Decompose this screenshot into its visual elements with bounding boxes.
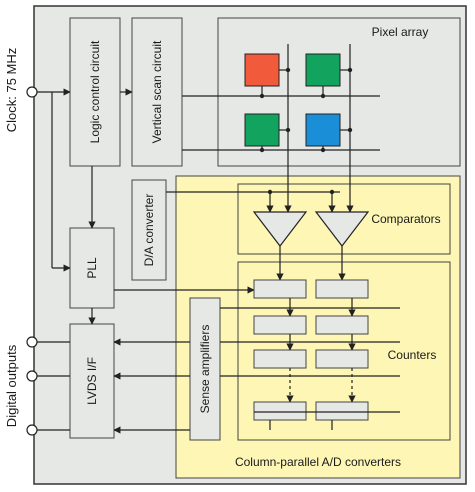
pixel-array-label: Pixel array [372, 25, 429, 39]
da-converter-label: D/A converter [142, 194, 156, 267]
comparator-2 [314, 211, 370, 247]
pixel-green-top [305, 53, 341, 87]
logic-control-label: Logic control circuit [88, 40, 102, 143]
lvds-label: LVDS I/F [85, 357, 99, 405]
counters-label: Counters [388, 348, 437, 362]
output-terminal-2 [26, 370, 38, 382]
comparator-1 [252, 211, 308, 247]
counter-column-1 [253, 279, 307, 421]
comparators-label: Comparators [371, 212, 440, 226]
pixel-red [244, 53, 280, 87]
lvds-box [69, 323, 115, 439]
pll-label: PLL [85, 257, 99, 279]
vertical-scan-box [131, 17, 183, 167]
vertical-scan-label: Vertical scan circuit [150, 40, 164, 143]
logic-control-box [69, 17, 121, 167]
digital-outputs-label: Digital outputs [4, 344, 19, 427]
clock-input-terminal [26, 86, 38, 98]
counter-column-2 [315, 279, 369, 421]
pixel-blue [305, 113, 341, 147]
pixel-green-bottom [244, 113, 280, 147]
output-terminal-1 [26, 336, 38, 348]
sense-amplifiers-box [189, 297, 221, 441]
clock-label: Clock: 75 MHz [4, 48, 19, 133]
da-converter-box [131, 179, 167, 281]
adc-label: Column-parallel A/D converters [235, 455, 401, 469]
output-terminal-3 [26, 424, 38, 436]
sense-amplifiers-label: Sense amplifiers [198, 325, 212, 414]
